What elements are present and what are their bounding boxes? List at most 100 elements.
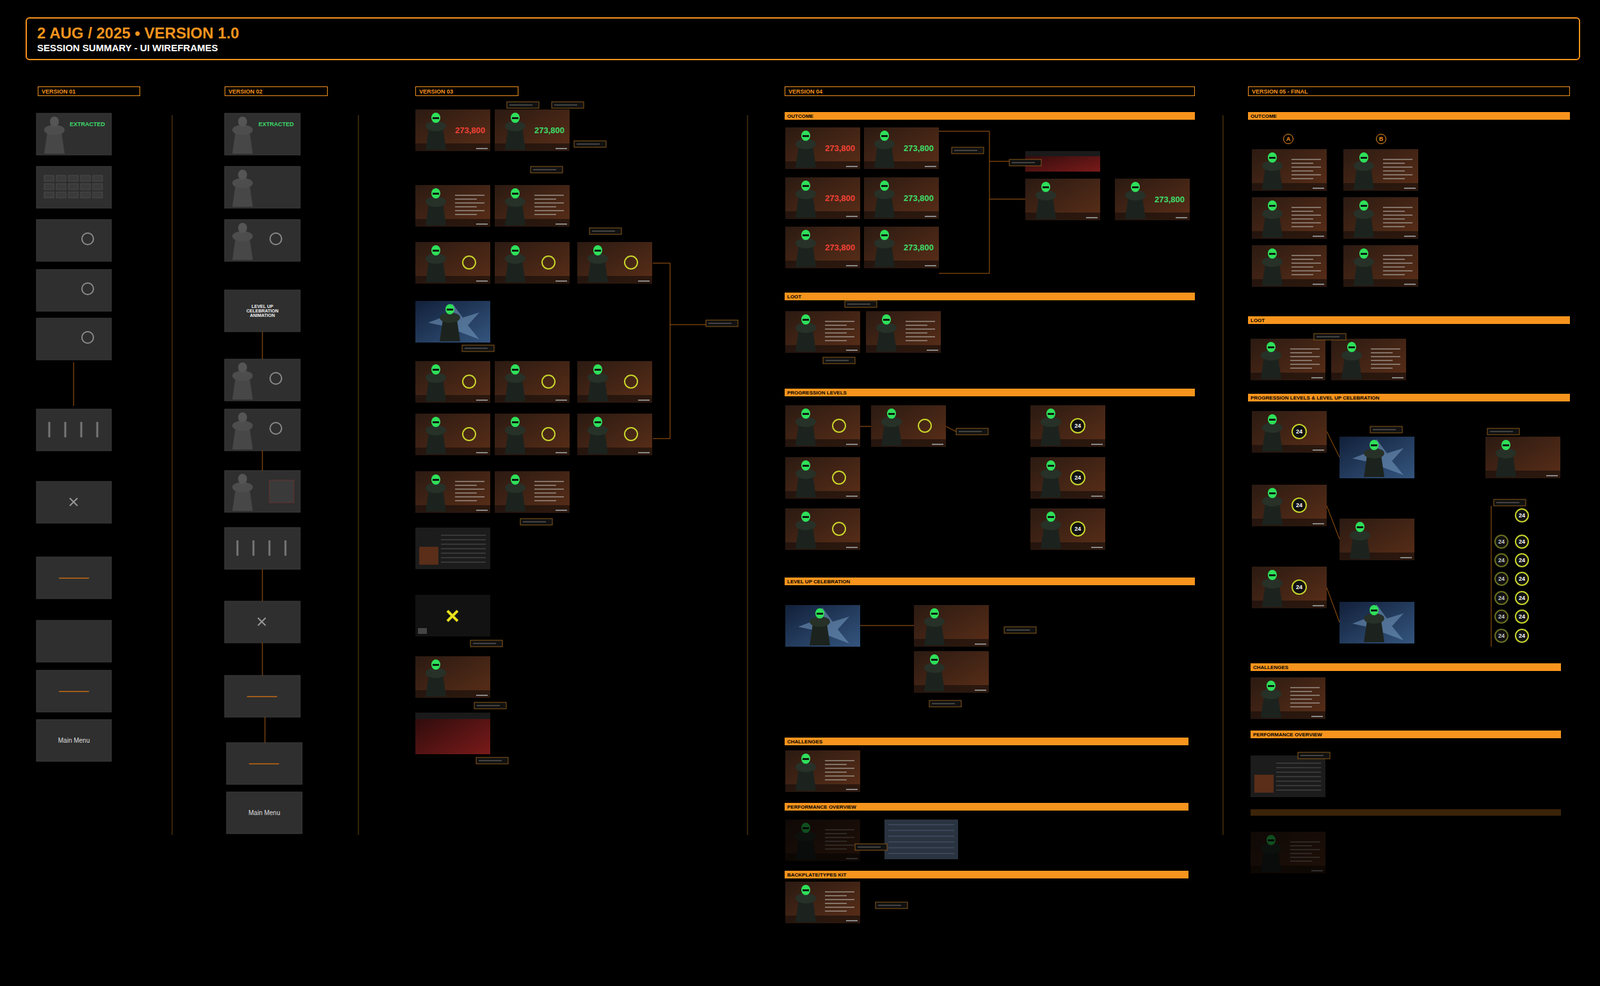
level-ring: 24 bbox=[1514, 534, 1529, 549]
level-ring: 24 bbox=[1070, 520, 1086, 537]
faded-section-bar bbox=[1250, 808, 1561, 816]
annotation-note bbox=[1297, 752, 1330, 759]
soldier-figure bbox=[795, 180, 816, 218]
soldier-figure bbox=[1363, 439, 1385, 477]
screen-thumbnail: 273,800 bbox=[494, 109, 570, 152]
wireframe-thumbnail bbox=[494, 471, 570, 513]
wireframe-thumbnail bbox=[785, 508, 861, 550]
wireframe-thumbnail bbox=[224, 675, 301, 717]
wireframe-thumbnail bbox=[1250, 831, 1326, 873]
wireframe-thumbnail bbox=[913, 650, 989, 693]
wireframe-thumbnail bbox=[1251, 245, 1327, 287]
wireframe-thumbnail bbox=[415, 300, 491, 343]
wireframe-thumbnail bbox=[415, 184, 491, 227]
wireframe-thumbnail bbox=[415, 109, 491, 152]
soldier-figure bbox=[1262, 248, 1283, 286]
wireframe-thumbnail bbox=[224, 470, 301, 512]
node-text: LOOT bbox=[787, 293, 802, 300]
soldier-figure bbox=[924, 608, 945, 646]
soldier-figure bbox=[1353, 152, 1375, 190]
wireframe-thumbnail bbox=[494, 109, 570, 152]
node-text: VERSION 05 - FINAL bbox=[1251, 88, 1309, 95]
node-text: 24 bbox=[1498, 632, 1505, 639]
annotation-note bbox=[470, 640, 503, 647]
leader-line bbox=[1326, 587, 1340, 623]
level-ring: 24 bbox=[1494, 571, 1509, 586]
soldier-figure bbox=[439, 304, 461, 342]
wireframe-thumbnail bbox=[36, 219, 112, 262]
soldier-figure bbox=[232, 169, 253, 207]
annotation-note bbox=[1370, 426, 1403, 433]
soldier-figure bbox=[924, 654, 945, 692]
annotation-note bbox=[951, 147, 984, 154]
soldier-figure bbox=[1040, 460, 1062, 498]
soldier-figure bbox=[1260, 680, 1282, 718]
screen-thumbnail: 273,800 bbox=[785, 127, 861, 169]
soldier-figure bbox=[232, 412, 253, 450]
section-bar: LOOT bbox=[784, 292, 1195, 301]
wireframe-thumbnail bbox=[1251, 484, 1327, 527]
soldier-figure bbox=[1495, 439, 1517, 477]
wireframe-thumbnail bbox=[1025, 178, 1101, 221]
node-text: EXTRACTED bbox=[258, 120, 294, 128]
wireframe-thumbnail bbox=[415, 656, 491, 698]
node-text: Main Menu bbox=[58, 736, 90, 744]
wireframe-thumbnail bbox=[494, 413, 570, 456]
wireframe-thumbnail bbox=[494, 241, 570, 284]
wireframe-thumbnail bbox=[577, 360, 653, 403]
leader-line bbox=[860, 426, 872, 427]
node-text: 24 bbox=[1296, 583, 1303, 591]
section-bar: PROGRESSION LEVELS & LEVEL UP CELEBRATIO… bbox=[1248, 393, 1570, 402]
node-text: OUTCOME bbox=[1250, 113, 1277, 120]
wireframe-thumbnail bbox=[1251, 197, 1327, 239]
node-text: LOOT bbox=[1250, 317, 1265, 324]
level-ring: 24 bbox=[1514, 508, 1529, 523]
node-text: PROGRESSION LEVELS bbox=[787, 389, 847, 396]
soldier-figure bbox=[1341, 341, 1362, 379]
section-bar: PROGRESSION LEVELS bbox=[784, 388, 1195, 397]
soldier-figure bbox=[504, 416, 526, 454]
wireframe-thumbnail bbox=[224, 289, 301, 332]
section-bar: CHALLENGES bbox=[1250, 663, 1561, 671]
soldier-figure bbox=[1349, 521, 1371, 559]
level-ring: 24 bbox=[1291, 497, 1307, 513]
screen-thumbnail: 273,800 bbox=[1114, 178, 1190, 221]
section-bar: PERFORMANCE OVERVIEW bbox=[784, 802, 1189, 811]
level-ring: 24 bbox=[1494, 534, 1509, 549]
soldier-figure bbox=[232, 222, 253, 260]
soldier-figure bbox=[44, 116, 65, 154]
soldier-figure bbox=[587, 245, 608, 283]
section-bar: LOOT bbox=[1248, 316, 1570, 324]
wireframe-thumbnail bbox=[224, 113, 301, 155]
version-header: VERSION 04 bbox=[784, 86, 1195, 96]
node-text: 273,800 bbox=[903, 242, 934, 253]
wireframe-thumbnail bbox=[785, 226, 861, 269]
soldier-figure bbox=[232, 116, 253, 154]
soldier-figure bbox=[425, 474, 447, 512]
leader-line bbox=[989, 199, 1026, 200]
screen-thumbnail: 273,800 bbox=[785, 177, 861, 219]
soldier-figure bbox=[587, 416, 608, 454]
wireframe-thumbnail bbox=[224, 219, 301, 262]
node-text: OUTCOME bbox=[787, 113, 814, 120]
wireframe-thumbnail bbox=[1339, 518, 1415, 560]
wireframe-thumbnail bbox=[36, 318, 112, 360]
wireframe-thumbnail bbox=[224, 600, 301, 643]
leader-line bbox=[262, 642, 264, 676]
node-text: PERFORMANCE OVERVIEW bbox=[1253, 731, 1323, 738]
screen-thumbnail: Main Menu bbox=[36, 719, 112, 761]
leader-line bbox=[945, 426, 957, 432]
soldier-figure bbox=[504, 364, 526, 402]
annotation-note bbox=[1313, 333, 1346, 340]
node-text: 24 bbox=[1296, 428, 1303, 435]
annotation-note bbox=[474, 702, 507, 709]
leader-line bbox=[989, 161, 1010, 162]
annotation-note bbox=[705, 320, 738, 327]
soldier-figure bbox=[874, 229, 895, 267]
node-text: 24 bbox=[1498, 613, 1505, 620]
version-header: VERSION 01 bbox=[37, 86, 141, 96]
annotation-note bbox=[574, 140, 607, 148]
wireframe-thumbnail bbox=[1030, 405, 1106, 447]
soldier-figure bbox=[425, 245, 447, 283]
